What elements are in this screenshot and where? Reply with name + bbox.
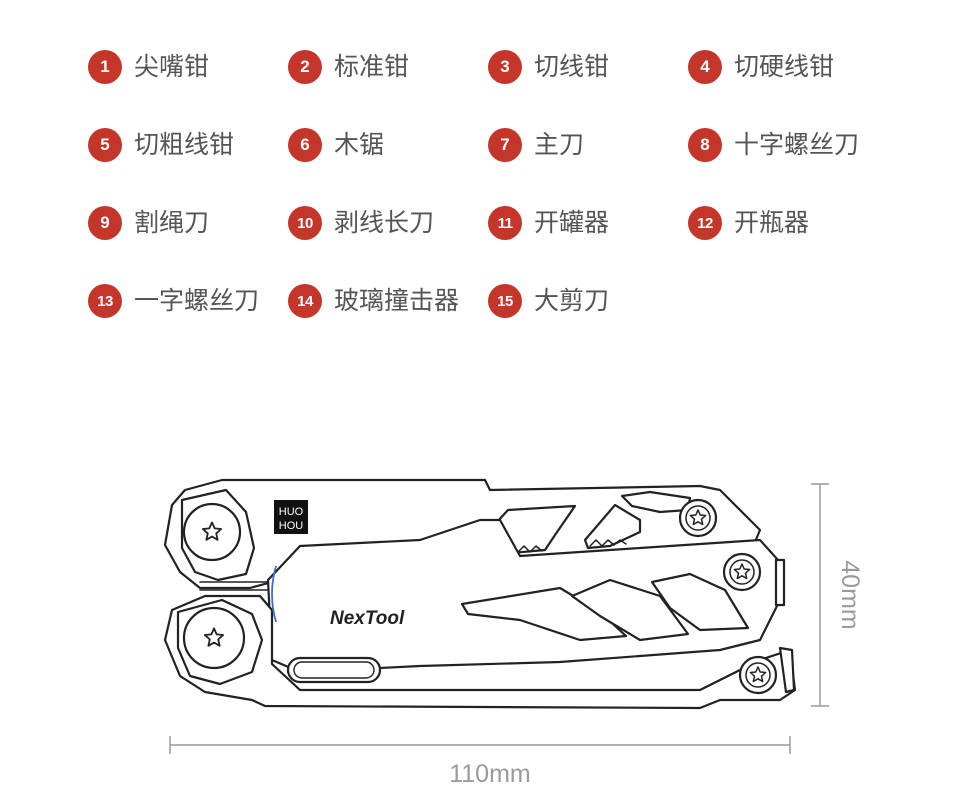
width-dimension (169, 736, 791, 754)
tool-tab (778, 646, 796, 694)
feature-label: 尖嘴钳 (134, 52, 210, 81)
feature-row: 13 一字螺丝刀 14 玻璃撞击器 15 大剪刀 (88, 282, 928, 360)
frame-cutout (570, 578, 690, 642)
number-badge: 11 (488, 206, 522, 240)
feature-label: 开罐器 (534, 208, 610, 237)
number-badge: 7 (488, 128, 522, 162)
bottom-pivot-circle (182, 606, 246, 670)
height-dimension (811, 483, 829, 707)
feature-label: 切硬线钳 (734, 52, 835, 81)
feature-label: 木锯 (334, 130, 385, 159)
feature-label: 开瓶器 (734, 208, 810, 237)
brand-name: NexTool (330, 608, 405, 629)
number-badge: 12 (688, 206, 722, 240)
grip-slot-inner (293, 661, 375, 679)
feature-item-3: 3 切线钳 (488, 48, 688, 86)
feature-item-15: 15 大剪刀 (488, 282, 688, 320)
feature-item-5: 5 切粗线钳 (88, 126, 288, 164)
multitool-drawing (163, 478, 797, 710)
accent-line (271, 565, 277, 623)
width-label: 110mm (449, 760, 531, 788)
logo-bottom-text: HOU (279, 520, 304, 532)
feature-item-11: 11 开罐器 (488, 204, 688, 242)
feature-item-6: 6 木锯 (288, 126, 488, 164)
middle-right-screw-inner (729, 559, 755, 585)
number-badge: 1 (88, 50, 122, 84)
number-badge: 3 (488, 50, 522, 84)
feature-item-12: 12 开瓶器 (688, 204, 888, 242)
feature-label: 大剪刀 (534, 286, 610, 315)
feature-list: 1 尖嘴钳 2 标准钳 3 切线钳 4 切硬线钳 5 切粗线钳 6 木锯 7 主… (88, 48, 928, 360)
feature-row: 9 割绳刀 10 剥线长刀 11 开罐器 12 开瓶器 (88, 204, 928, 282)
feature-label: 割绳刀 (134, 208, 210, 237)
feature-item-10: 10 剥线长刀 (288, 204, 488, 242)
number-badge: 5 (88, 128, 122, 162)
feature-row: 5 切粗线钳 6 木锯 7 主刀 8 十字螺丝刀 (88, 126, 928, 204)
top-right-screw-inner (685, 505, 711, 531)
feature-item-8: 8 十字螺丝刀 (688, 126, 888, 164)
number-badge: 10 (288, 206, 322, 240)
number-badge: 2 (288, 50, 322, 84)
feature-item-4: 4 切硬线钳 (688, 48, 888, 86)
bottom-right-screw-inner (745, 662, 771, 688)
feature-item-1: 1 尖嘴钳 (88, 48, 288, 86)
feature-label: 标准钳 (334, 52, 410, 81)
feature-item-2: 2 标准钳 (288, 48, 488, 86)
number-badge: 15 (488, 284, 522, 318)
logo-top-text: HUO (279, 506, 304, 518)
number-badge: 6 (288, 128, 322, 162)
number-badge: 14 (288, 284, 322, 318)
number-badge: 8 (688, 128, 722, 162)
number-badge: 13 (88, 284, 122, 318)
feature-label: 剥线长刀 (334, 208, 435, 237)
feature-item-14: 14 玻璃撞击器 (288, 282, 488, 320)
frame-cutout (650, 572, 750, 632)
number-badge: 9 (88, 206, 122, 240)
feature-label: 十字螺丝刀 (734, 130, 860, 159)
feature-item-13: 13 一字螺丝刀 (88, 282, 288, 320)
feature-row: 1 尖嘴钳 2 标准钳 3 切线钳 4 切硬线钳 (88, 48, 928, 126)
feature-label: 主刀 (534, 130, 585, 159)
number-badge: 4 (688, 50, 722, 84)
frame-cutout (460, 586, 628, 642)
height-label: 40mm (836, 560, 864, 629)
feature-label: 切线钳 (534, 52, 610, 81)
top-pivot-circle (182, 502, 242, 562)
feature-item-9: 9 割绳刀 (88, 204, 288, 242)
frame-cutout (583, 503, 642, 550)
feature-label: 切粗线钳 (134, 130, 235, 159)
serration (589, 539, 627, 547)
huohou-logo (274, 500, 308, 534)
feature-item-7: 7 主刀 (488, 126, 688, 164)
feature-label: 一字螺丝刀 (134, 286, 260, 315)
feature-label: 玻璃撞击器 (334, 286, 460, 315)
tool-tab (774, 558, 786, 607)
